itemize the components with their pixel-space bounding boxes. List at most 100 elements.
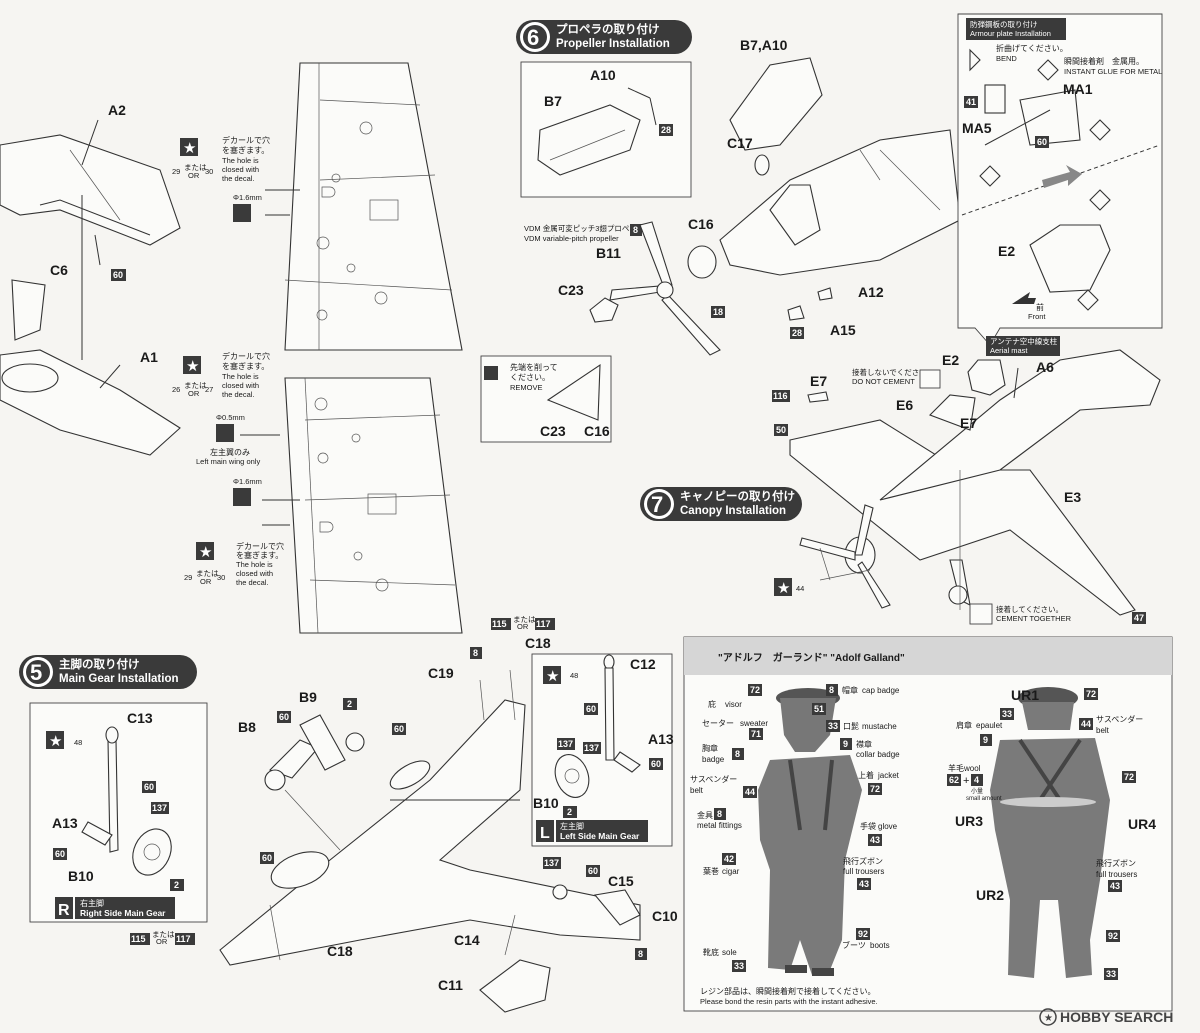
svg-text:115: 115 xyxy=(131,934,146,944)
svg-text:左主翼のみ: 左主翼のみ xyxy=(210,447,250,457)
svg-text:L: L xyxy=(540,825,550,842)
svg-text:サスペンダー: サスペンダー xyxy=(1096,714,1143,724)
svg-text:8: 8 xyxy=(473,648,478,658)
part-label-c19: C19 xyxy=(428,665,454,681)
svg-text:Right Side Main Gear: Right Side Main Gear xyxy=(80,908,166,918)
part-label-a6: A6 xyxy=(1036,359,1054,375)
right-gear-drawing: ★ 48 60 137 60 2 xyxy=(46,726,184,891)
svg-text:26: 26 xyxy=(172,385,180,394)
svg-text:cigar: cigar xyxy=(722,867,740,876)
watermark-logo: ★ HOBBY SEARCH xyxy=(1039,1008,1173,1026)
svg-text:43: 43 xyxy=(1110,881,1120,891)
step-7-title-en: Canopy Installation xyxy=(680,505,786,517)
svg-text:72: 72 xyxy=(750,685,760,695)
part-label-c11: C11 xyxy=(438,977,463,993)
svg-text:左主脚: 左主脚 xyxy=(560,821,584,831)
svg-text:The hole is: The hole is xyxy=(236,560,273,569)
svg-text:60: 60 xyxy=(279,712,289,722)
part-label-b7: B7 xyxy=(544,93,562,109)
star-icon: ★ xyxy=(183,140,196,157)
cement-together-icon xyxy=(969,603,993,625)
svg-text:sole: sole xyxy=(722,948,737,957)
figure-back-labels: UR1 72 33 肩章 epaulet 9 44 サスペンダー belt 羊毛… xyxy=(947,687,1156,980)
svg-text:小量: 小量 xyxy=(971,787,983,795)
file-tool-icon xyxy=(484,366,498,380)
svg-text:117: 117 xyxy=(176,934,191,944)
figure-front-left-labels: 庇 visor 72 セーター sweater 71 胸章 badge 8 サス… xyxy=(690,684,768,972)
propeller-name-en: VDM variable-pitch propeller xyxy=(524,234,619,243)
decal-note-2: ★ デカールで穴 を塞ぎます。 The hole is closed with … xyxy=(172,351,280,466)
svg-text:closed with: closed with xyxy=(222,381,259,390)
part-label-b10-left: B10 xyxy=(533,795,559,811)
svg-text:セーター: セーター xyxy=(702,719,734,728)
svg-text:を塞ぎます。: を塞ぎます。 xyxy=(236,550,283,560)
svg-text:羊毛: 羊毛 xyxy=(948,763,964,773)
svg-text:INSTANT GLUE FOR METAL: INSTANT GLUE FOR METAL xyxy=(1064,67,1162,76)
svg-text:HOBBY SEARCH: HOBBY SEARCH xyxy=(1060,1009,1173,1025)
step-5-number: 5 xyxy=(30,660,42,685)
svg-text:UR3: UR3 xyxy=(955,813,983,829)
part-label-a1: A1 xyxy=(140,349,158,365)
svg-text:2: 2 xyxy=(174,880,179,890)
svg-text:右主脚: 右主脚 xyxy=(80,898,104,908)
svg-text:9: 9 xyxy=(983,735,988,745)
step-7-header: 7 キャノピーの取り付け Canopy Installation xyxy=(640,487,802,521)
svg-text:または: または xyxy=(152,930,175,939)
part-label-a12: A12 xyxy=(858,284,884,300)
svg-text:瞬間接着剤 金属用。: 瞬間接着剤 金属用。 xyxy=(1064,56,1144,66)
svg-text:上着: 上着 xyxy=(858,770,874,780)
svg-text:The hole is: The hole is xyxy=(222,156,259,165)
svg-text:137: 137 xyxy=(584,743,599,753)
svg-text:belt: belt xyxy=(1096,726,1110,735)
drill-icon xyxy=(233,488,251,506)
bend-icon xyxy=(969,48,981,72)
svg-text:72: 72 xyxy=(870,784,880,794)
svg-text:closed with: closed with xyxy=(222,165,259,174)
svg-text:The hole is: The hole is xyxy=(222,372,259,381)
left-gear-panel xyxy=(531,653,673,847)
svg-text:または: または xyxy=(184,381,207,390)
svg-text:Φ1.6mm: Φ1.6mm xyxy=(233,193,262,202)
svg-text:jacket: jacket xyxy=(877,771,900,780)
step-5-header: 5 主脚の取り付け Main Gear Installation xyxy=(19,655,197,689)
svg-text:60: 60 xyxy=(394,724,404,734)
part-label-c6: C6 xyxy=(50,262,68,278)
cowling-inset-drawing xyxy=(537,87,657,176)
svg-text:the decal.: the decal. xyxy=(222,390,255,399)
svg-text:epaulet: epaulet xyxy=(976,721,1003,730)
svg-text:デカールで穴: デカールで穴 xyxy=(236,541,284,551)
part-label-e7: E7 xyxy=(810,373,827,389)
svg-text:60: 60 xyxy=(55,849,65,859)
part-label-c14: C14 xyxy=(454,932,480,948)
step-7-title-jp: キャノピーの取り付け xyxy=(680,489,795,503)
svg-text:を塞ぎます。: を塞ぎます。 xyxy=(222,361,269,371)
svg-text:REMOVE: REMOVE xyxy=(510,383,543,392)
svg-text:48: 48 xyxy=(570,671,578,680)
svg-text:full trousers: full trousers xyxy=(1096,870,1137,879)
fuselage-nose-drawing xyxy=(687,57,961,279)
star-icon: ★ xyxy=(199,544,212,561)
part-label-c16-detail: C16 xyxy=(584,423,610,439)
part-label-a13-left: A13 xyxy=(648,731,674,747)
svg-text:137: 137 xyxy=(152,803,167,813)
svg-text:口髭: 口髭 xyxy=(843,721,859,731)
svg-text:ください。: ください。 xyxy=(510,373,550,382)
svg-text:72: 72 xyxy=(1124,772,1134,782)
drill-icon xyxy=(216,424,234,442)
star-icon: ★ xyxy=(546,668,559,685)
propeller-name-jp: VDM 金属可変ピッチ3翅プロペラ xyxy=(524,223,637,233)
svg-text:Φ1.6mm: Φ1.6mm xyxy=(233,477,262,486)
part-label-c13: C13 xyxy=(127,710,153,726)
part-label-a10: A10 xyxy=(590,67,616,83)
svg-text:visor: visor xyxy=(725,700,742,709)
part-label-c12: C12 xyxy=(630,656,656,672)
svg-text:116: 116 xyxy=(773,391,788,401)
svg-text:62: 62 xyxy=(949,775,959,785)
step-6-title-jp: プロペラの取り付け xyxy=(556,22,660,36)
left-gear-caption: L 左主脚 Left Side Main Gear xyxy=(536,820,648,842)
svg-text:137: 137 xyxy=(544,858,559,868)
svg-text:44: 44 xyxy=(796,584,804,593)
part-label-c23: C23 xyxy=(558,282,584,298)
svg-text:wool: wool xyxy=(963,764,981,773)
aerial-mast-callout xyxy=(986,336,1060,356)
